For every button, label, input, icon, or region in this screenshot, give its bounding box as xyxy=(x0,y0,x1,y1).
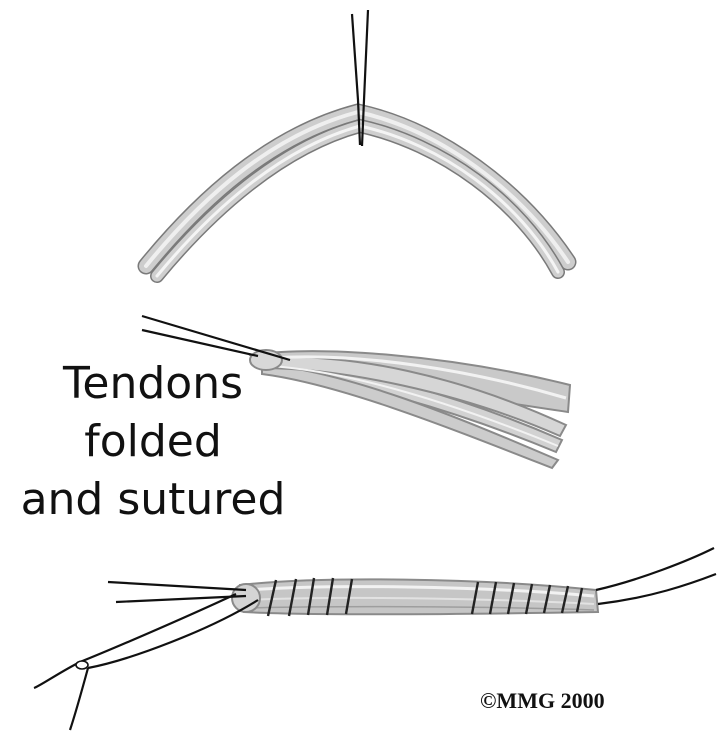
folded-tendon-middle xyxy=(250,350,570,468)
caption: Tendons folded and sutured xyxy=(8,355,298,529)
caption-line-1: Tendons xyxy=(8,355,298,413)
suture-bottom xyxy=(34,548,716,730)
sutured-tendon-bundle xyxy=(232,579,598,614)
caption-line-2: folded xyxy=(8,413,298,471)
suture-middle xyxy=(142,316,290,360)
folded-tendon-top xyxy=(146,112,568,276)
copyright-notice: ©MMG 2000 xyxy=(480,688,605,714)
caption-line-3: and sutured xyxy=(8,471,298,529)
